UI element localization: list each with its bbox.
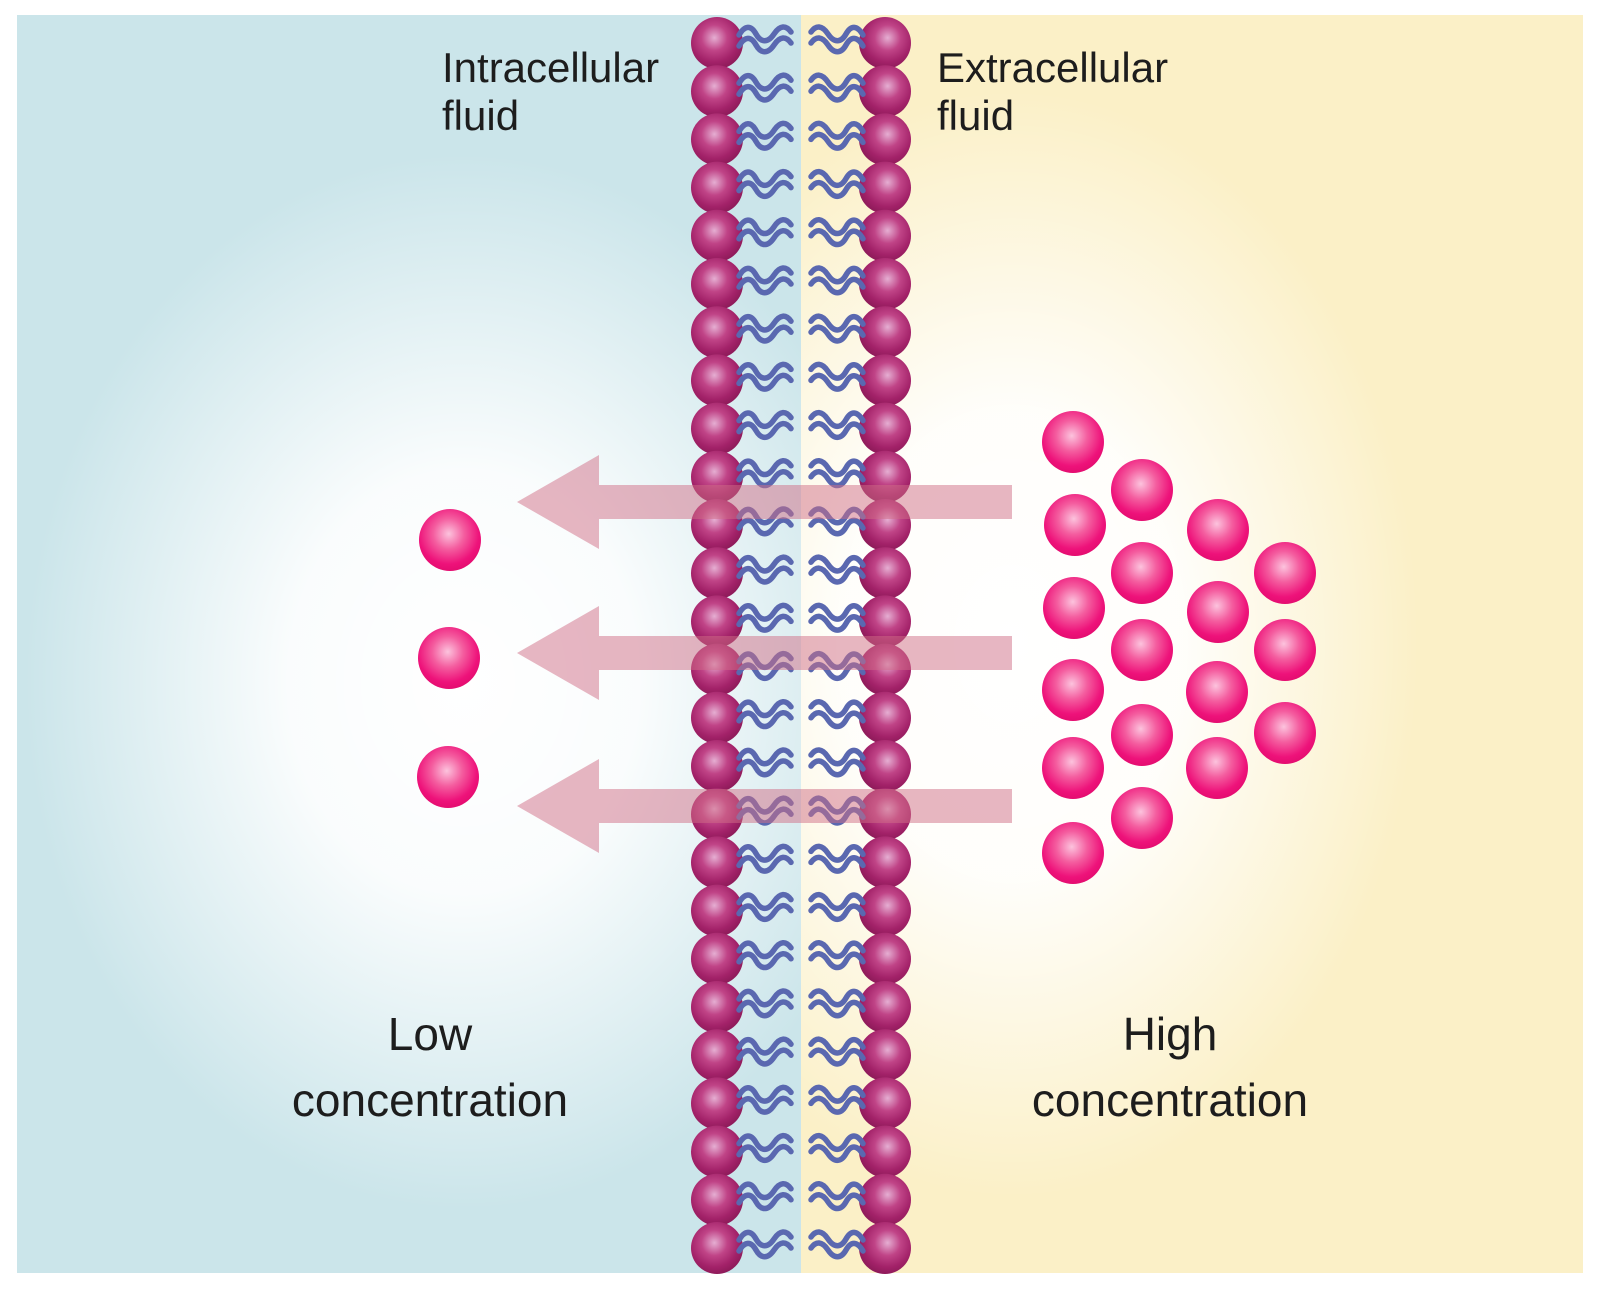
- solute-molecule: [1186, 737, 1248, 799]
- solute-molecule: [1042, 659, 1104, 721]
- phospholipid: [811, 306, 911, 358]
- phospholipid: [811, 162, 911, 214]
- solute-molecule: [1254, 619, 1316, 681]
- phospholipid: [811, 547, 911, 599]
- phospholipid: [811, 885, 911, 937]
- solute-molecule: [1254, 542, 1316, 604]
- phospholipid: [811, 403, 911, 455]
- intracellular-fluid-label-line1: Intracellular: [442, 44, 660, 91]
- solute-molecule: [1042, 737, 1104, 799]
- phospholipid: [691, 354, 791, 406]
- solute-molecule: [1111, 542, 1173, 604]
- high-concentration-label: High concentration: [950, 1001, 1390, 1133]
- phospholipid: [691, 258, 791, 310]
- phospholipid: [691, 933, 791, 985]
- solute-molecule: [1254, 702, 1316, 764]
- solute-molecule: [418, 627, 480, 689]
- diffusion-arrow: [517, 455, 1012, 549]
- diffusion-arrows: [517, 455, 1012, 853]
- solute-molecule: [1044, 494, 1106, 556]
- phospholipid: [811, 113, 911, 165]
- solute-molecule: [1187, 581, 1249, 643]
- phospholipid: [811, 1222, 911, 1274]
- phospholipid: [691, 1174, 791, 1226]
- phospholipid: [691, 692, 791, 744]
- intracellular-fluid-label: Intracellular fluid: [442, 44, 659, 140]
- solute-molecule: [1186, 661, 1248, 723]
- phospholipid: [691, 1222, 791, 1274]
- high-concentration-label-line2: concentration: [1031, 1074, 1309, 1126]
- phospholipid: [691, 885, 791, 937]
- extracellular-fluid-label: Extracellular fluid: [937, 44, 1168, 140]
- phospholipid: [691, 306, 791, 358]
- phospholipid: [811, 1174, 911, 1226]
- phospholipid: [691, 17, 791, 69]
- diffusion-arrow: [517, 606, 1012, 700]
- phospholipid: [691, 836, 791, 888]
- solute-molecule: [417, 746, 479, 808]
- low-concentration-label: Low concentration: [210, 1001, 650, 1133]
- extracellular-fluid-label-line1: Extracellular: [937, 44, 1169, 91]
- phospholipid: [691, 210, 791, 262]
- phospholipid: [691, 547, 791, 599]
- phospholipid: [691, 162, 791, 214]
- solute-molecule: [419, 509, 481, 571]
- phospholipid: [811, 933, 911, 985]
- phospholipid: [811, 258, 911, 310]
- high-concentration-molecules: [1042, 411, 1316, 884]
- phospholipid: [811, 740, 911, 792]
- high-concentration-label-line1: High: [1122, 1008, 1218, 1060]
- phospholipid: [691, 65, 791, 117]
- phospholipid: [691, 981, 791, 1033]
- solute-molecule: [1187, 499, 1249, 561]
- phospholipid: [811, 354, 911, 406]
- solute-molecule: [1042, 411, 1104, 473]
- diffusion-arrow: [517, 759, 1012, 853]
- phospholipid: [691, 740, 791, 792]
- solute-molecule: [1111, 619, 1173, 681]
- solute-molecule: [1043, 577, 1105, 639]
- phospholipid: [811, 692, 911, 744]
- phospholipid: [811, 1077, 911, 1129]
- phospholipid: [811, 65, 911, 117]
- phospholipid: [811, 210, 911, 262]
- solute-molecule: [1111, 704, 1173, 766]
- phospholipid: [691, 1077, 791, 1129]
- solute-molecule: [1111, 787, 1173, 849]
- phospholipid: [811, 17, 911, 69]
- phospholipid: [811, 1126, 911, 1178]
- phospholipid: [811, 836, 911, 888]
- solute-molecule: [1111, 459, 1173, 521]
- phospholipid: [691, 113, 791, 165]
- extracellular-fluid-label-line2: fluid: [937, 92, 1015, 139]
- solute-molecule: [1042, 822, 1104, 884]
- phospholipid: [691, 1126, 791, 1178]
- intracellular-fluid-label-line2: fluid: [442, 92, 520, 139]
- phospholipid: [811, 1029, 911, 1081]
- phospholipid: [691, 1029, 791, 1081]
- phospholipid: [811, 981, 911, 1033]
- low-concentration-label-line1: Low: [387, 1008, 473, 1060]
- low-concentration-label-line2: concentration: [291, 1074, 569, 1126]
- low-concentration-molecules: [417, 509, 481, 808]
- phospholipid: [691, 403, 791, 455]
